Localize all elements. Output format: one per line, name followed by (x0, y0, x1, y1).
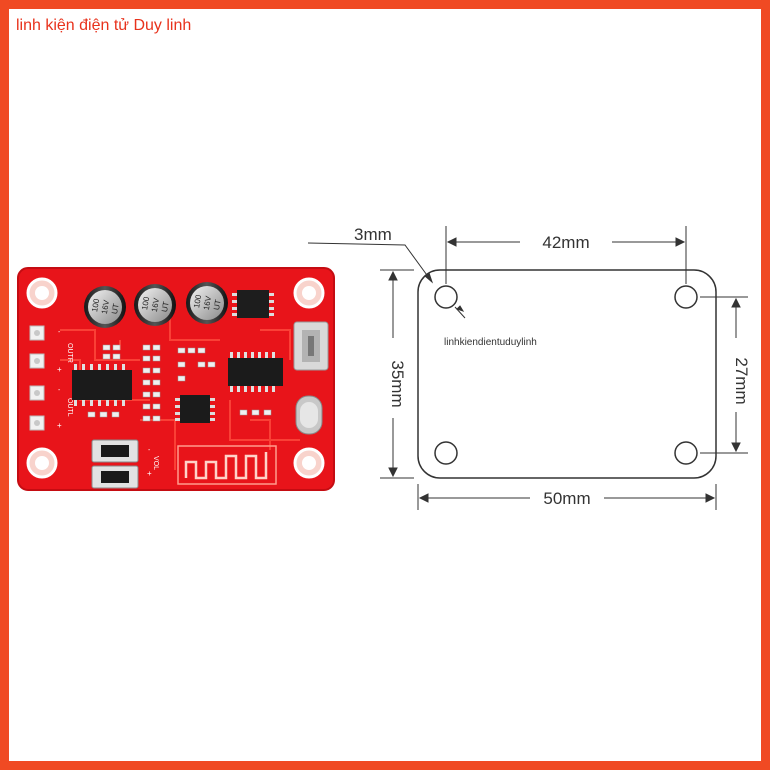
hole-dimension-leader (307, 242, 466, 319)
vol-label: VOL (152, 456, 159, 470)
board-outline (417, 269, 717, 479)
pad-label-plus-l: + (57, 421, 62, 430)
cap-3-value: 100 (192, 293, 203, 308)
dim-50mm-label: 50mm (543, 489, 590, 508)
mounting-hole-tr (293, 277, 325, 309)
capacitor-1: 100 16V UT (84, 286, 126, 328)
capacitor-3: 100 16V UT (186, 282, 228, 324)
pad-label-minus-r: - (58, 329, 61, 336)
mounting-hole-bl (26, 447, 58, 479)
micro-usb-port (293, 321, 329, 371)
mounting-hole-br (293, 447, 325, 479)
cap-1-voltage: 16V (100, 299, 111, 315)
pad-label-outr: OUTR (66, 343, 73, 363)
pcb-antenna (177, 445, 277, 485)
smd-components (87, 344, 272, 422)
amplifier-ic-left (72, 364, 132, 406)
pcb-board: - OUTR + - OUTL + 100 16V UT 100 16V UT … (17, 267, 335, 491)
volume-button-down (91, 465, 139, 489)
outline-hole-tl (434, 285, 458, 309)
mounting-hole-tl (26, 277, 58, 309)
dim-42mm-line (445, 226, 687, 284)
cap-2-series: UT (160, 301, 171, 313)
vol-plus-label: + (147, 469, 152, 478)
watermark-text: linhkiendientuduylinh (444, 337, 537, 348)
dim-27mm-label: 27mm (732, 357, 751, 404)
outline-hole-bl (434, 441, 458, 465)
ic-small-center (175, 395, 215, 423)
volume-button-up (91, 439, 139, 463)
dim-42mm-label: 42mm (542, 233, 589, 252)
dimension-drawing: 3mm 42mm 27mm (307, 225, 751, 510)
dim-35mm-line (380, 269, 414, 479)
dim-50mm-line (417, 484, 717, 510)
vol-minus-label: - (148, 447, 151, 454)
cap-1-value: 100 (90, 297, 101, 312)
crystal-oscillator (295, 395, 323, 435)
dim-35mm-label: 35mm (388, 360, 407, 407)
cap-3-voltage: 16V (202, 295, 213, 311)
cap-2-voltage: 16V (150, 297, 161, 313)
pad-label-plus-r: + (57, 365, 62, 374)
outline-hole-br (674, 441, 698, 465)
ic-small-top (232, 290, 274, 318)
cap-3-series: UT (212, 299, 223, 311)
cap-2-value: 100 (140, 295, 151, 310)
capacitor-2: 100 16V UT (134, 284, 176, 326)
output-pads (29, 325, 45, 431)
dim-27mm-line (700, 296, 748, 454)
pad-label-outl: OUTL (66, 398, 73, 417)
cap-1-series: UT (110, 303, 121, 315)
hole-diameter-label: 3mm (354, 225, 392, 244)
bluetooth-ic (228, 352, 283, 392)
outline-hole-tr (674, 285, 698, 309)
pad-label-minus-l: - (58, 387, 61, 394)
shop-title: linh kiện điện tử Duy linh (16, 17, 192, 34)
